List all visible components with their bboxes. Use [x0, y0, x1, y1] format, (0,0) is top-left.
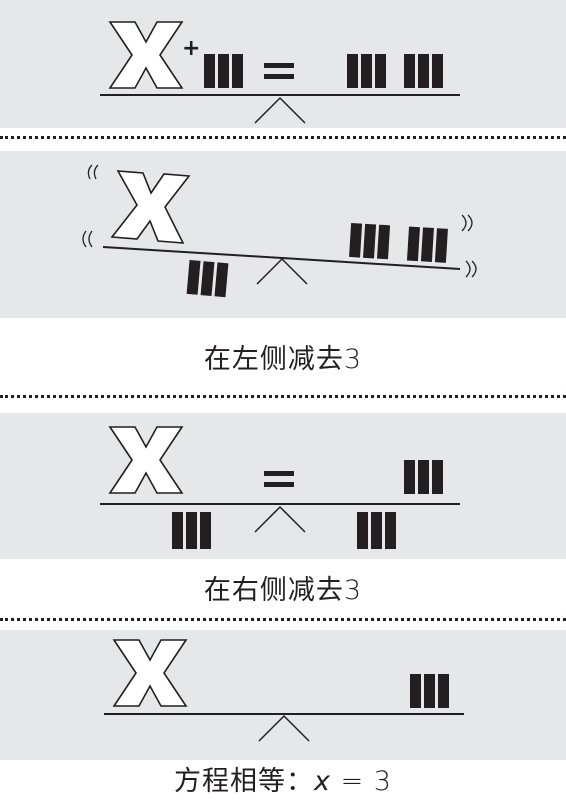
plus-sign: +	[182, 36, 200, 61]
wobble-marks	[82, 164, 477, 278]
three-bars-falling	[186, 259, 229, 298]
balance-diagram-step1: +	[100, 21, 460, 124]
caption-step4-equals: =	[340, 766, 365, 797]
unknown-x-figure	[108, 426, 184, 494]
balance-beam	[102, 246, 461, 270]
dotted-divider	[0, 136, 566, 139]
three-bars-removed-left	[172, 512, 211, 549]
panel-step4	[0, 630, 566, 760]
unknown-x-figure	[110, 170, 191, 244]
three-bars-right-remaining	[404, 460, 443, 494]
balance-diagram-step2	[82, 164, 477, 298]
balance-diagram-step3	[100, 426, 460, 549]
three-bars-right	[410, 674, 449, 708]
dotted-divider	[0, 618, 566, 621]
six-bars-right	[349, 222, 448, 263]
unknown-x-figure	[108, 21, 184, 89]
caption-step3: 在右侧减去3	[203, 575, 363, 606]
caption-step2: 在左侧减去3	[203, 344, 363, 375]
equals-sign	[264, 63, 294, 79]
caption-step4-prefix: 方程相等：	[174, 766, 314, 797]
six-bars-right	[347, 54, 443, 88]
caption-step4: 方程相等：x = 3	[0, 763, 566, 801]
fulcrum	[258, 714, 310, 742]
three-bars-left	[204, 54, 243, 88]
fulcrum	[256, 257, 308, 285]
unknown-x-figure	[112, 639, 188, 707]
caption-step4-value: 3	[373, 766, 392, 797]
equals-sign	[264, 471, 294, 487]
balance-diagram-step4	[104, 639, 464, 742]
fulcrum	[254, 505, 306, 533]
panel-step3	[0, 413, 566, 559]
panel-step1: +	[0, 0, 566, 128]
fulcrum	[254, 96, 306, 124]
dotted-divider	[0, 395, 566, 398]
caption-step4-variable: x	[314, 766, 331, 797]
three-bars-removed-right	[357, 512, 396, 549]
panel-step2	[0, 151, 566, 318]
